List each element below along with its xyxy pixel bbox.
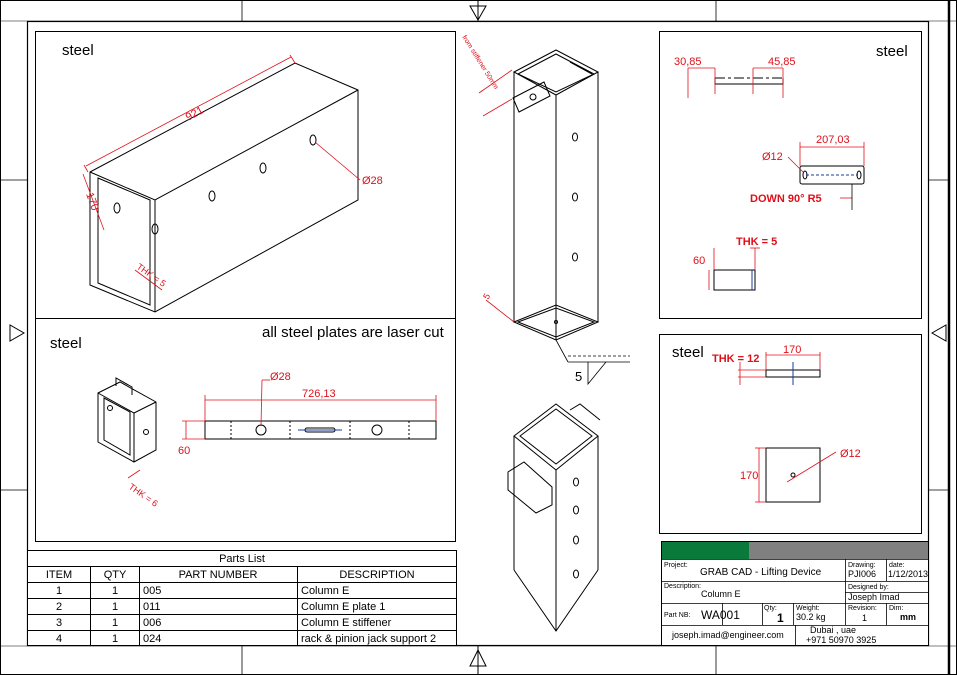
cell-item: 2 xyxy=(56,601,62,613)
parts-list-title: Parts List xyxy=(219,553,265,565)
partno-label: Part NB: xyxy=(664,612,691,619)
col-header-part-number: PART NUMBER xyxy=(179,569,258,581)
square-plate-width-dim: 170 xyxy=(783,344,801,356)
partno-value: WA001 xyxy=(701,608,740,622)
col-header-description: DESCRIPTION xyxy=(339,569,414,581)
tube-height-dim: 170 xyxy=(83,191,101,212)
square-plate-hole-dim: Ø12 xyxy=(840,448,861,460)
revision-label: Revision: xyxy=(848,605,877,612)
sheet-inner-border xyxy=(26,20,930,647)
table-row: 4 1 024 rack & pinion jack support 2 xyxy=(56,633,436,645)
table-row: 1 1 005 Column E xyxy=(56,585,349,597)
cell-part-number: 005 xyxy=(143,585,161,597)
cell-qty: 1 xyxy=(112,601,118,613)
cell-description: rack & pinion jack support 2 xyxy=(301,633,436,645)
dim-label: Dim: xyxy=(889,605,903,612)
right-center-arrow xyxy=(930,324,947,342)
left-center-arrow xyxy=(9,324,26,342)
stiffener-right-dim: 45,85 xyxy=(768,56,796,68)
stiffener-view-frame xyxy=(659,31,922,319)
column-assembly-front xyxy=(512,49,600,341)
plate-length-dim: 726,13 xyxy=(302,388,336,400)
stiffener-length-dim: 207,03 xyxy=(816,134,850,146)
cell-part-number: 006 xyxy=(143,617,161,629)
cell-item: 3 xyxy=(56,617,62,629)
weld-symbol xyxy=(555,339,630,386)
cell-part-number: 024 xyxy=(143,633,161,645)
weight-label: Weight: xyxy=(796,605,820,612)
parts-list: Parts List ITEM QTY PART NUMBER DESCRIPT… xyxy=(27,550,457,646)
square-plate-height-dim: 170 xyxy=(740,470,758,482)
designed-value: Joseph Imad xyxy=(848,592,900,602)
tube-hole-dim: Ø28 xyxy=(362,175,383,187)
stiffener-dimension-lines xyxy=(687,67,865,290)
plate-view-frame xyxy=(35,318,456,542)
designed-label: Designed by: xyxy=(848,584,889,591)
stiffener-thk-dim: THK = 5 xyxy=(736,236,777,248)
location-value: Dubai , uae xyxy=(810,625,856,635)
square-plate-thk-dim: THK = 12 xyxy=(712,353,759,365)
col-header-item: ITEM xyxy=(46,569,72,581)
laser-cut-note: all steel plates are laser cut xyxy=(262,324,445,341)
cell-item: 1 xyxy=(56,585,62,597)
email-value: joseph.imad@engineer.com xyxy=(671,630,784,640)
title-block-gray-bar xyxy=(749,542,928,559)
plate-height-dim: 60 xyxy=(178,445,190,457)
col-header-qty: QTY xyxy=(104,569,127,581)
assembly-dimension-lines xyxy=(478,69,515,323)
table-row: 3 1 006 Column E stiffener xyxy=(56,617,392,629)
plate-hole-dim: Ø28 xyxy=(270,371,291,383)
plate-dimension-lines xyxy=(127,379,437,479)
tube-dimension-lines xyxy=(82,54,361,291)
centering-marks xyxy=(9,0,947,675)
description-label: Description: xyxy=(664,583,701,590)
project-label: Project: xyxy=(664,562,688,569)
square-plate-view-frame xyxy=(659,334,922,534)
dim-value: mm xyxy=(900,612,916,622)
cell-part-number: 011 xyxy=(143,601,161,613)
project-value: GRAB CAD - Lifting Device xyxy=(700,567,822,578)
tube-material-label: steel xyxy=(62,42,94,59)
cell-description: Column E stiffener xyxy=(301,617,392,629)
plate-material-label: steel xyxy=(50,335,82,352)
square-plate-material-label: steel xyxy=(672,344,704,361)
qty-label: Qty: xyxy=(764,605,777,612)
title-block: Project: GRAB CAD - Lifting Device Drawi… xyxy=(661,541,929,646)
table-row: 2 1 011 Column E plate 1 xyxy=(56,601,385,613)
square-plate-top-view xyxy=(765,447,821,503)
cell-qty: 1 xyxy=(112,617,118,629)
square-plate-dimension-lines xyxy=(738,352,837,503)
title-block-green-bar xyxy=(662,542,749,559)
column-assembly-iso xyxy=(507,403,601,632)
plate-isometric xyxy=(97,377,157,463)
drawing-value: PJI006 xyxy=(848,569,876,579)
drawing-label: Drawing: xyxy=(848,562,876,569)
cell-description: Column E xyxy=(301,585,349,597)
stiffener-side-view xyxy=(713,269,756,291)
stiffener-flat-view xyxy=(799,165,865,185)
plate-flat-view xyxy=(204,420,437,440)
revision-value: 1 xyxy=(862,613,867,623)
weld-symbol-size: 5 xyxy=(575,369,582,384)
stiffener-height-dim: 60 xyxy=(693,255,705,267)
cell-qty: 1 xyxy=(112,633,118,645)
cell-item: 4 xyxy=(56,633,62,645)
qty-value: 1 xyxy=(777,611,784,625)
weight-value: 30.2 kg xyxy=(796,612,826,622)
square-plate-side-view xyxy=(765,362,821,385)
stiffener-left-dim: 30,85 xyxy=(674,56,702,68)
stiffener-hole-dim: Ø12 xyxy=(762,151,783,163)
phone-value: +971 50970 3925 xyxy=(806,635,876,645)
date-value: 1/12/2013 xyxy=(888,569,928,579)
description-value: Column E xyxy=(701,589,741,599)
cell-description: Column E plate 1 xyxy=(301,601,385,613)
weld-size-dim: 5 xyxy=(481,292,492,301)
date-label: date: xyxy=(889,562,905,569)
stiffener-bend-note: DOWN 90° R5 xyxy=(750,193,822,205)
cell-qty: 1 xyxy=(112,585,118,597)
stiffener-material-label: steel xyxy=(876,43,908,60)
